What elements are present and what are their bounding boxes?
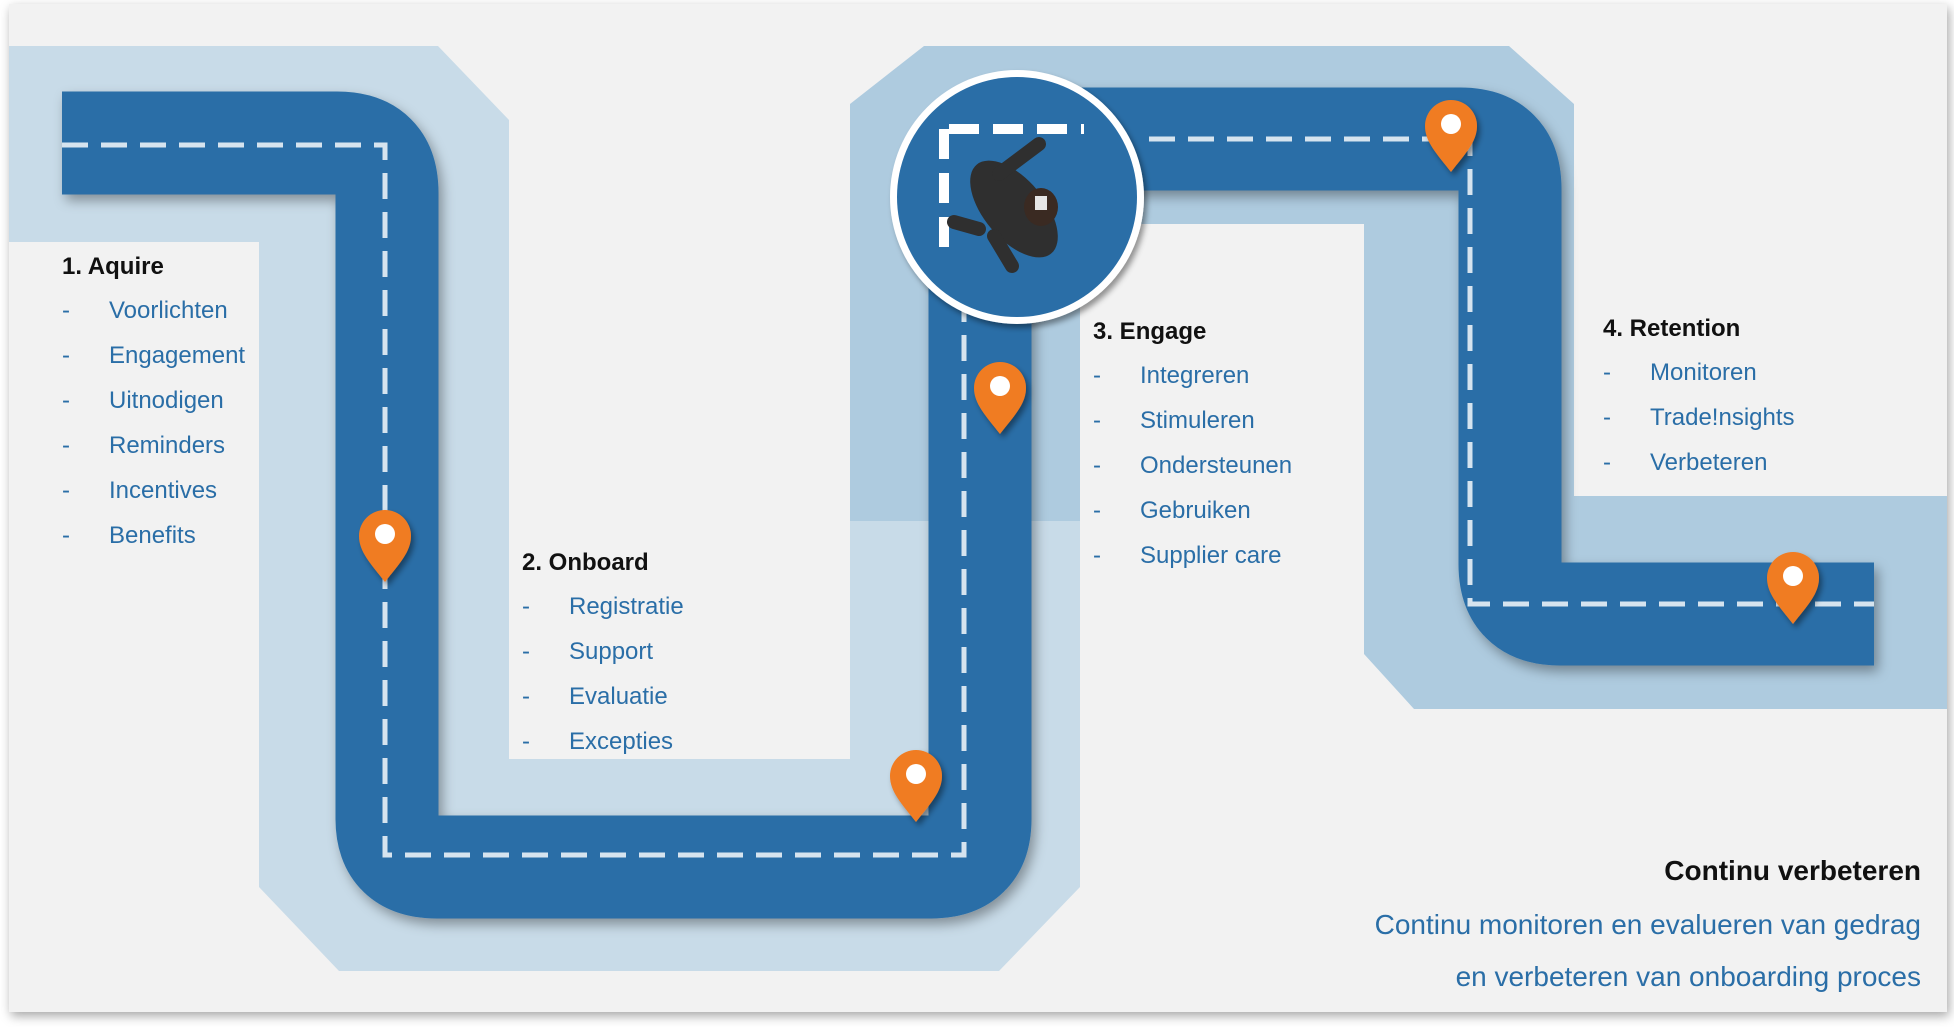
map-pin-icon — [974, 362, 1026, 434]
journey-slide: 1. Aquire -Voorlichten -Engagement -Uitn… — [9, 4, 1947, 1012]
list-item: -Verbeteren — [1603, 449, 1768, 476]
footer-title: Continu verbeteren — [1664, 855, 1921, 886]
businessman-icon — [947, 137, 1058, 273]
continuous-improvement: Continu verbeteren Continu monitoren en … — [1375, 854, 1921, 1012]
road-map — [9, 46, 1947, 971]
list-item: -Ondersteunen — [1093, 452, 1293, 479]
map-pin-icon — [890, 750, 942, 822]
list-item: -Uitnodigen — [62, 387, 224, 414]
stage-onboard: 2. Onboard -Registratie -Support -Evalua… — [522, 548, 684, 772]
list-item: -Registratie — [522, 593, 684, 620]
stage-item-list: -Registratie -Support -Evaluatie -Except… — [522, 592, 684, 757]
list-item: -Excepties — [522, 728, 674, 755]
list-item: -Stimuleren — [1093, 407, 1255, 434]
list-item: -Benefits — [62, 522, 196, 549]
stage-title: 1. Aquire — [62, 253, 164, 280]
list-item: -Reminders — [62, 432, 226, 459]
stage-title: 2. Onboard — [522, 549, 649, 576]
list-item: -Monitoren — [1603, 359, 1757, 386]
stage-title: 4. Retention — [1603, 315, 1741, 342]
list-item: -Evaluatie — [522, 683, 668, 710]
list-item: -Integreren — [1093, 362, 1250, 389]
list-item: -Voorlichten — [62, 297, 228, 324]
stage-title: 3. Engage — [1093, 318, 1207, 345]
stage-engage: 3. Engage -Integreren -Stimuleren -Onder… — [1093, 317, 1292, 586]
list-item: -Gebruiken — [1093, 497, 1251, 524]
stage-item-list: -Monitoren -Trade!nsights -Verbeteren — [1603, 358, 1795, 478]
footer-line-1: Continu monitoren en evalueren van gedra… — [1374, 909, 1921, 940]
list-item: -Incentives — [62, 477, 218, 504]
map-pin-icon — [359, 510, 411, 582]
avatar — [890, 70, 1144, 324]
stage-retention: 4. Retention -Monitoren -Trade!nsights -… — [1603, 314, 1795, 493]
map-pin-icon — [1767, 552, 1819, 624]
list-item: -Supplier care — [1093, 542, 1282, 569]
road-centerline — [62, 136, 1874, 858]
stage-aquire: 1. Aquire -Voorlichten -Engagement -Uitn… — [62, 252, 245, 566]
list-item: -Support — [522, 638, 654, 665]
list-item: -Engagement — [62, 342, 246, 369]
list-item: -Trade!nsights — [1603, 404, 1795, 431]
stage-item-list: -Integreren -Stimuleren -Ondersteunen -G… — [1093, 361, 1292, 571]
footer-line-2: en verbeteren van onboarding proces — [1455, 961, 1921, 992]
stage-item-list: -Voorlichten -Engagement -Uitnodigen -Re… — [62, 296, 245, 551]
map-pin-icon — [1425, 100, 1477, 172]
